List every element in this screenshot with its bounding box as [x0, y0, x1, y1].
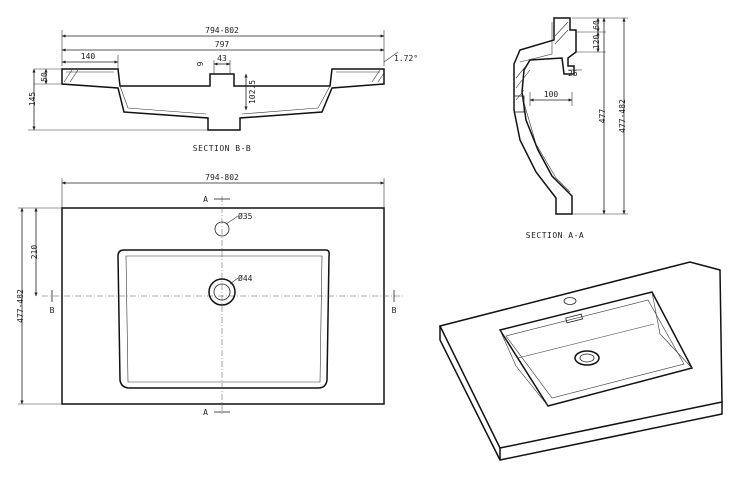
- dim-upper: 120: [592, 35, 601, 50]
- dim-plan-width: 794-802: [205, 173, 239, 182]
- plan-basin: [117, 249, 330, 389]
- dim-waste: Ø44: [238, 273, 253, 283]
- section-marker-a-bottom: A: [203, 408, 208, 417]
- dim-tap-hole: Ø35: [238, 211, 253, 221]
- section-marker-a-top: A: [203, 195, 208, 204]
- dim-ledge: 140: [81, 52, 96, 61]
- section-marker-b-right: B: [392, 306, 397, 315]
- section-marker-b-left: B: [50, 306, 55, 315]
- plan-view: 794-802 Ø35 Ø44 A A B B 210 477: [16, 173, 404, 417]
- section-aa-profile: [513, 17, 577, 215]
- dim-plan-offset: 210: [30, 245, 39, 260]
- iso-basin: [498, 291, 694, 407]
- dim-angle: 1.72°: [394, 54, 418, 63]
- dim-aa-overall: 477-482: [618, 99, 627, 133]
- dim-depth: 102.5: [248, 80, 257, 104]
- dim-reach: 100: [544, 90, 559, 99]
- dim-overall: 797: [215, 40, 230, 49]
- isometric-view: [438, 261, 723, 461]
- section-aa-view: 60 120 477 477-482 25 100 SECTION A-A: [513, 17, 628, 240]
- dim-lip: 50: [40, 72, 49, 82]
- dim-overall-range: 794-802: [205, 26, 239, 35]
- dim-drain-width: 43: [217, 54, 227, 63]
- tap-hole: [214, 221, 230, 237]
- dim-plan-depth: 477-482: [16, 289, 25, 323]
- section-bb-profile: [61, 68, 385, 131]
- section-bb-caption: SECTION B-B: [193, 144, 251, 153]
- waste-outlet: [208, 278, 236, 306]
- dim-hole: 25: [568, 69, 578, 78]
- dim-aa-depth: 477: [598, 109, 607, 124]
- dim-height: 145: [28, 92, 37, 107]
- section-aa-caption: SECTION A-A: [526, 231, 584, 240]
- iso-top-surface: [438, 261, 723, 449]
- section-bb-view: 794-802 797 140 1.72° 43 9 102.5: [28, 26, 418, 153]
- iso-tap-hole: [563, 297, 577, 305]
- dim-top: 60: [592, 20, 601, 30]
- iso-waste: [574, 350, 600, 366]
- plan-outline: [61, 207, 385, 405]
- dim-drain-small: 9: [196, 61, 205, 66]
